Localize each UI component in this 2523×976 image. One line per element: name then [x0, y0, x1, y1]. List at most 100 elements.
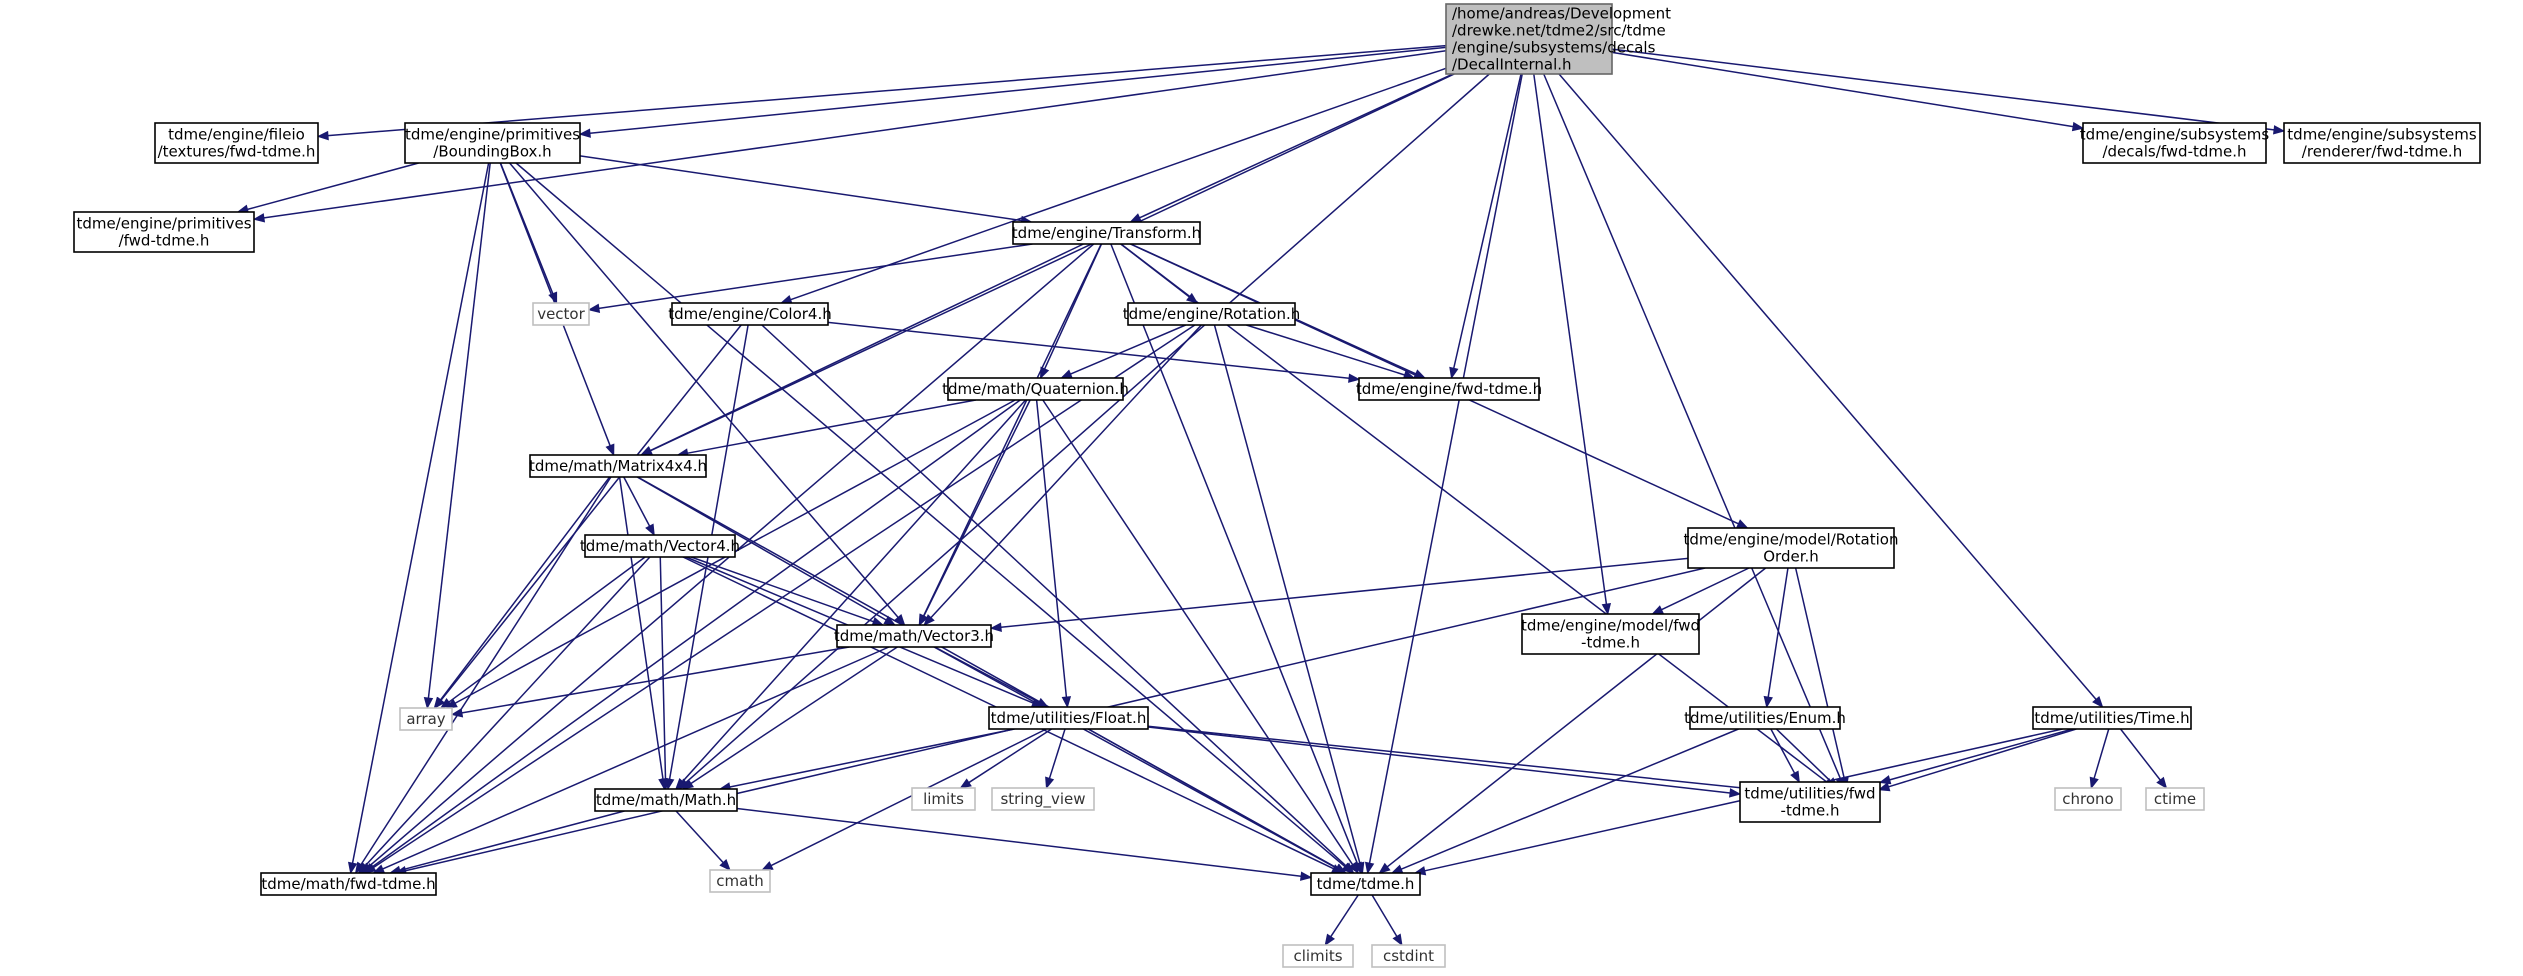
edge-bbox-to-array — [427, 162, 491, 699]
node-box-cmath — [709, 869, 771, 893]
node-label-rendererfwd-line-1: /renderer/fwd-tdme.h — [2302, 143, 2462, 161]
node-float[interactable]: tdme/utilities/Float.h — [988, 706, 1149, 730]
arrowhead-vector3-to-array — [450, 708, 464, 718]
edge-rotation-to-quaternion — [1070, 324, 1186, 375]
edge-rotorder-to-vector3 — [1000, 557, 1689, 629]
arrowhead-float-to-string_view — [1045, 776, 1055, 790]
node-box-decalsfwd — [2082, 122, 2267, 164]
node-label-primfwd-line-1: /fwd-tdme.h — [119, 232, 210, 250]
node-label-fileio-line-1: /textures/fwd-tdme.h — [158, 143, 316, 161]
arrowhead-quaternion-to-float — [1061, 696, 1072, 709]
node-label-transform-line-0: tdme/engine/Transform.h — [1012, 224, 1201, 242]
edge-root-to-decalsfwd — [1611, 51, 2074, 128]
arrowhead-bbox-to-mathfwd — [347, 861, 358, 875]
edge-quaternion-to-tdme — [1042, 399, 1354, 866]
edge-vector4-to-math — [659, 556, 667, 780]
node-rotation[interactable]: tdme/engine/Rotation.h — [1123, 302, 1301, 326]
node-array: array — [399, 707, 453, 731]
node-quaternion[interactable]: tdme/math/Quaternion.h — [942, 377, 1129, 401]
node-vector3[interactable]: tdme/math/Vector3.h — [834, 624, 994, 648]
edge-float-to-utilfwd — [1147, 726, 1731, 794]
node-enum[interactable]: tdme/utilities/Enum.h — [1684, 706, 1846, 730]
edge-rotorder-to-tdme — [1386, 567, 1767, 868]
node-math[interactable]: tdme/math/Math.h — [594, 788, 738, 812]
arrowhead-tdme-to-climits — [1324, 933, 1335, 947]
arrowhead-bbox-to-matrix — [605, 443, 615, 457]
node-box-utilfwd — [1739, 781, 1881, 823]
edge-time-to-ctime — [2119, 728, 2161, 781]
node-box-rotorder — [1687, 527, 1895, 569]
edge-root-to-time — [1558, 73, 2097, 700]
edge-root-to-modelfwd — [1533, 73, 1608, 605]
node-decalsfwd[interactable]: tdme/engine/subsystems/decals/fwd-tdme.h — [2080, 122, 2270, 164]
edge-matrix-to-math — [618, 476, 664, 780]
node-utilfwd[interactable]: tdme/utilities/fwd-tdme.h — [1739, 781, 1881, 823]
arrowhead-root-to-tdme — [1364, 861, 1375, 875]
edge-root-to-transform — [1139, 73, 1454, 219]
edge-vector3-to-tdme — [933, 646, 1338, 869]
node-mathfwd[interactable]: tdme/math/fwd-tdme.h — [260, 872, 437, 896]
node-label-color4-line-0: tdme/engine/Color4.h — [668, 305, 832, 323]
node-transform[interactable]: tdme/engine/Transform.h — [1012, 221, 1201, 245]
node-label-cstdint-line-0: cstdint — [1383, 947, 1434, 965]
edge-matrix-to-array — [439, 476, 611, 701]
node-box-vector4 — [584, 534, 736, 558]
edge-transform-to-vector — [598, 243, 1033, 310]
node-primfwd[interactable]: tdme/engine/primitives/fwd-tdme.h — [73, 211, 255, 253]
arrowhead-rotorder-to-tdme — [1378, 862, 1391, 874]
node-color4[interactable]: tdme/engine/Color4.h — [668, 302, 832, 326]
node-enginefwd[interactable]: tdme/engine/fwd-tdme.h — [1356, 377, 1542, 401]
edge-root-to-fileio — [327, 44, 1447, 137]
arrowhead-vector4-to-array — [439, 697, 453, 709]
node-time[interactable]: tdme/utilities/Time.h — [2032, 706, 2192, 730]
edge-quaternion-to-mathfwd — [371, 399, 1021, 868]
node-label-modelfwd-line-1: -tdme.h — [1581, 634, 1640, 652]
node-box-float — [988, 706, 1149, 730]
node-label-cmath-line-0: cmath — [716, 872, 763, 890]
edge-enum-to-tdme — [1400, 728, 1739, 870]
arrowhead-vector4-to-math — [660, 778, 671, 791]
node-chrono: chrono — [2054, 787, 2122, 811]
node-label-float-line-0: tdme/utilities/Float.h — [991, 709, 1147, 727]
node-label-ctime-line-0: ctime — [2154, 790, 2196, 808]
edge-math-to-cmath — [675, 810, 724, 864]
edge-tdme-to-climits — [1330, 894, 1359, 938]
node-matrix[interactable]: tdme/math/Matrix4x4.h — [529, 454, 707, 478]
node-fileio[interactable]: tdme/engine/fileio/textures/fwd-tdme.h — [154, 122, 319, 164]
arrowhead-root-to-bbox — [578, 128, 591, 138]
node-label-mathfwd-line-0: tdme/math/fwd-tdme.h — [261, 875, 435, 893]
node-label-limits-line-0: limits — [923, 790, 964, 808]
node-box-array — [399, 707, 453, 731]
edge-quaternion-to-matrix — [687, 399, 976, 454]
arrowhead-float-to-limits — [959, 778, 972, 789]
node-label-primfwd-line-0: tdme/engine/primitives — [76, 215, 251, 233]
edge-time-to-string — [1888, 728, 2077, 788]
edge-bbox-to-mathfwd — [351, 162, 490, 864]
edge-float-to-tdme — [1087, 728, 1338, 869]
node-label-rotation-line-0: tdme/engine/Rotation.h — [1123, 305, 1301, 323]
node-vector4[interactable]: tdme/math/Vector4.h — [580, 534, 740, 558]
node-box-rotation — [1127, 302, 1296, 326]
node-modelfwd[interactable]: tdme/engine/model/fwd-tdme.h — [1521, 613, 1700, 655]
node-box-modelfwd — [1521, 613, 1700, 655]
node-label-enginefwd-line-0: tdme/engine/fwd-tdme.h — [1356, 380, 1542, 398]
node-tdme[interactable]: tdme/tdme.h — [1310, 872, 1421, 896]
node-box-transform — [1012, 221, 1201, 245]
node-bbox[interactable]: tdme/engine/primitives/BoundingBox.h — [404, 122, 581, 164]
node-box-mathfwd — [260, 872, 437, 896]
node-box-vector — [532, 302, 590, 326]
arrowhead-root-to-rendererfwd — [2273, 125, 2286, 135]
arrowhead-rotation-to-quaternion — [1060, 369, 1073, 379]
edge-root-to-enginefwd — [1453, 73, 1522, 369]
node-root[interactable]: /home/andreas/Development/drewke.net/tdm… — [1445, 3, 1671, 75]
node-rendererfwd[interactable]: tdme/engine/subsystems/renderer/fwd-tdme… — [2283, 122, 2481, 164]
node-climits: climits — [1282, 944, 1354, 968]
node-label-vector4-line-0: tdme/math/Vector4.h — [580, 537, 740, 555]
node-box-fileio — [154, 122, 319, 164]
arrowhead-time-to-string — [1877, 782, 1891, 792]
nodes-layer: /home/andreas/Development/drewke.net/tdm… — [73, 3, 2481, 968]
edge-root-to-rendererfwd — [1611, 48, 2275, 131]
node-label-math-line-0: tdme/math/Math.h — [596, 791, 736, 809]
